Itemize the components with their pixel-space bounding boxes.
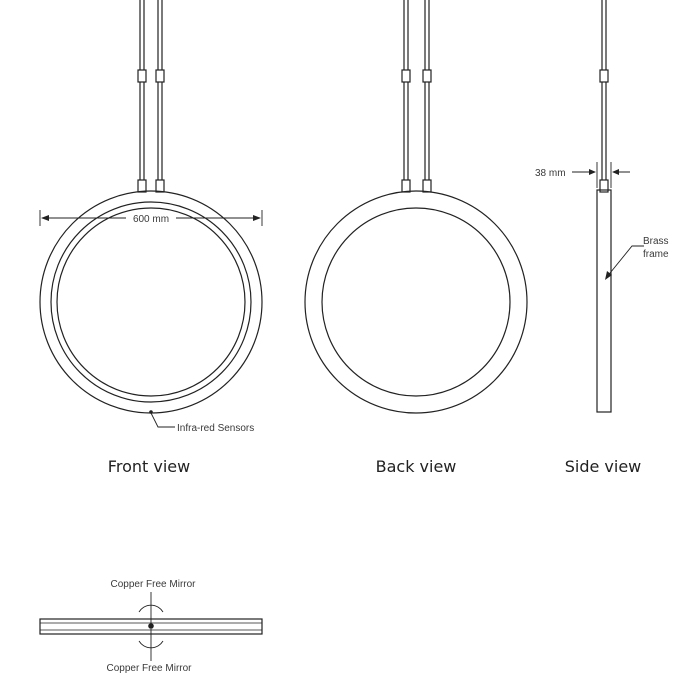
top-arc-lower bbox=[138, 640, 164, 649]
copper-free-mirror-top-label: Copper Free Mirror bbox=[110, 579, 196, 590]
side-dim-arrow-left bbox=[589, 169, 596, 175]
front-suspension-cables bbox=[137, 0, 165, 193]
front-width-dimension bbox=[39, 210, 263, 226]
front-view bbox=[39, 0, 263, 428]
frame-label: frame bbox=[643, 249, 669, 260]
side-view bbox=[572, 0, 644, 413]
front-middle-ring bbox=[50, 201, 252, 403]
back-suspension-cables bbox=[401, 0, 432, 193]
back-view bbox=[304, 0, 528, 414]
back-outer-ring bbox=[304, 190, 528, 414]
infrared-sensors-label: Infra-red Sensors bbox=[177, 423, 254, 434]
front-width-label: 600 mm bbox=[133, 214, 169, 225]
brass-frame-arrow bbox=[605, 271, 612, 280]
front-dim-arrow-left bbox=[41, 215, 49, 221]
brass-frame-leader bbox=[605, 245, 644, 279]
top-center-dot bbox=[148, 623, 154, 629]
side-frame-profile bbox=[596, 189, 612, 413]
back-view-title: Back view bbox=[376, 457, 457, 476]
side-depth-dimension bbox=[572, 162, 630, 188]
sensor-leader-line bbox=[150, 412, 175, 428]
front-inner-ring bbox=[56, 207, 246, 397]
copper-free-mirror-bottom-label: Copper Free Mirror bbox=[106, 663, 192, 674]
brass-label: Brass bbox=[643, 236, 669, 247]
side-suspension-cable bbox=[599, 0, 609, 193]
back-inner-ring bbox=[321, 207, 511, 397]
side-depth-label: 38 mm bbox=[535, 168, 566, 179]
top-view bbox=[39, 592, 263, 661]
infrared-sensor-dot bbox=[149, 410, 153, 414]
side-dim-arrow-right bbox=[612, 169, 619, 175]
side-view-title: Side view bbox=[565, 457, 642, 476]
top-arc-upper bbox=[138, 604, 164, 613]
front-dim-arrow-right bbox=[253, 215, 261, 221]
front-view-title: Front view bbox=[108, 457, 190, 476]
